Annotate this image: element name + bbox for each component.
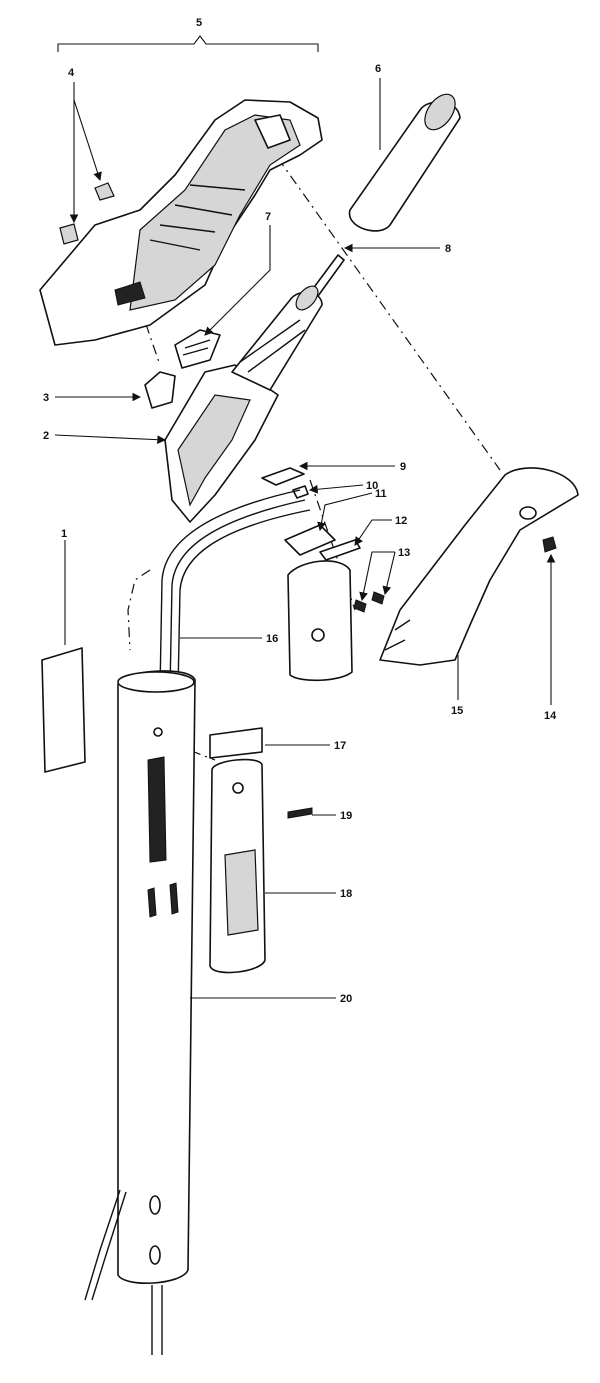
callout-15: 15 bbox=[451, 705, 463, 717]
part-17-label-strip bbox=[209, 727, 263, 759]
callout-6: 6 bbox=[375, 63, 381, 75]
part-13-screws bbox=[353, 591, 385, 613]
callout-3: 3 bbox=[43, 392, 49, 404]
switch-cover-plate bbox=[287, 560, 353, 682]
callout-labels: 5 4 6 8 7 3 2 9 10 11 12 13 1 16 15 14 1… bbox=[43, 17, 557, 1005]
part-15-grip-cover bbox=[379, 467, 579, 666]
callout-9: 9 bbox=[400, 461, 406, 473]
callout-18: 18 bbox=[340, 888, 352, 900]
callout-2: 2 bbox=[43, 430, 49, 442]
part-11-switch-body bbox=[284, 524, 336, 556]
callout-10: 10 bbox=[366, 480, 378, 492]
callout-12: 12 bbox=[395, 515, 407, 527]
callout-7: 7 bbox=[265, 211, 271, 223]
part-6-grip-tube bbox=[348, 93, 461, 232]
callout-19: 19 bbox=[340, 810, 352, 822]
part-1-label bbox=[41, 647, 86, 773]
part-16-cord bbox=[159, 489, 311, 691]
callout-8: 8 bbox=[445, 243, 451, 255]
callout-17: 17 bbox=[334, 740, 346, 752]
part-5-handle-housing bbox=[39, 99, 323, 346]
part-9-switch bbox=[261, 467, 305, 486]
part-18-cord-hook bbox=[209, 758, 266, 974]
callout-13: 13 bbox=[398, 547, 410, 559]
part-20-handle-tube bbox=[84, 670, 196, 1355]
part-14-screw bbox=[542, 536, 557, 553]
callout-1: 1 bbox=[61, 528, 67, 540]
part-3-clip bbox=[144, 371, 176, 409]
part-12-plate bbox=[319, 539, 361, 561]
callout-14: 14 bbox=[544, 710, 557, 722]
part-4-clips bbox=[59, 182, 115, 245]
part-10-bushing bbox=[292, 485, 309, 499]
callout-5: 5 bbox=[196, 17, 202, 29]
callout-4: 4 bbox=[68, 67, 75, 79]
callout-16: 16 bbox=[266, 633, 278, 645]
callout-20: 20 bbox=[340, 993, 352, 1005]
part-7-latch bbox=[174, 329, 221, 369]
leader-lines bbox=[54, 35, 556, 999]
callout-11: 11 bbox=[375, 488, 387, 500]
part-19-screw bbox=[287, 807, 313, 819]
part-2-handle-base bbox=[164, 285, 323, 523]
